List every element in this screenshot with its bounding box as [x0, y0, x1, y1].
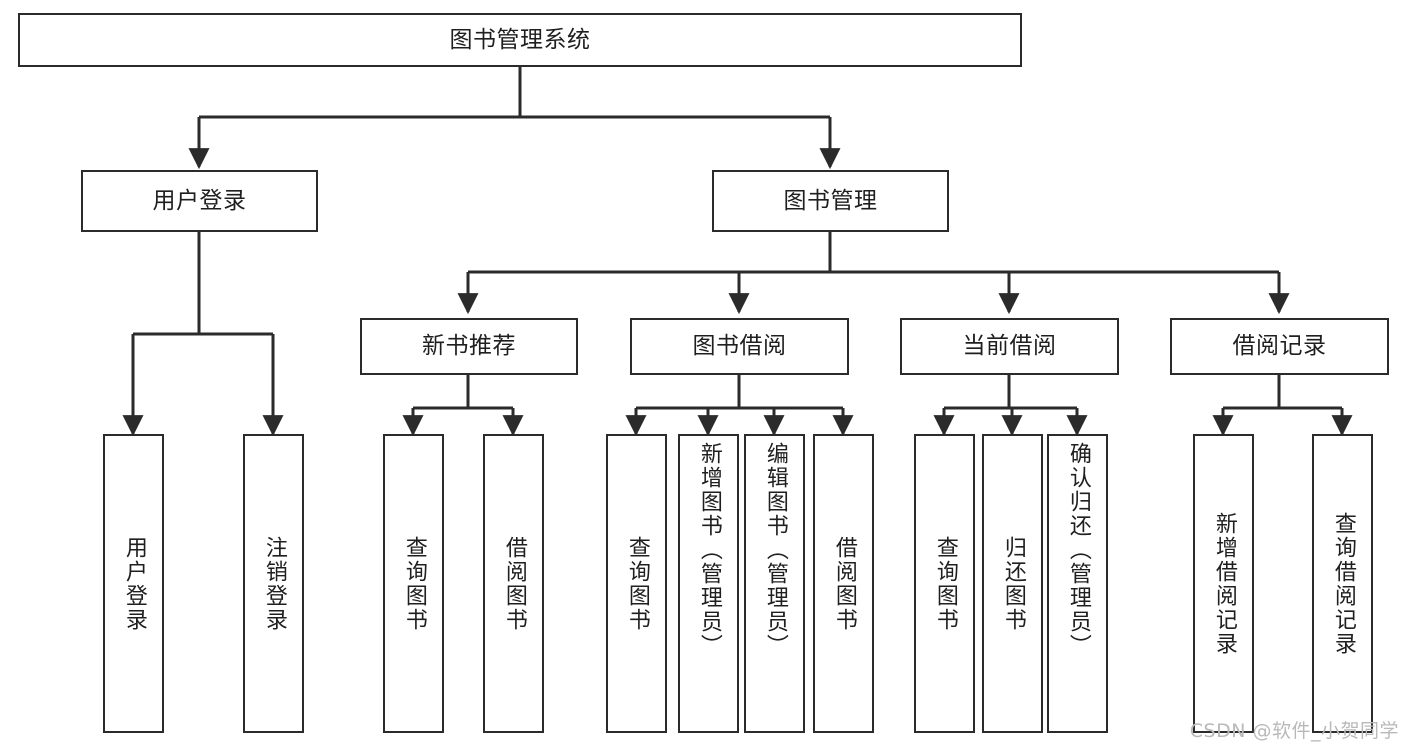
leaf-user-login-signout-label: 注销登录	[261, 535, 287, 632]
leaf-borrow-record-add[interactable]: 新增借阅记录	[1193, 434, 1254, 733]
leaf-new-book-query[interactable]: 查询图书	[383, 434, 444, 733]
leaf-book-borrow-lend[interactable]: 借阅图书	[813, 434, 874, 733]
leaf-new-book-query-label: 查询图书	[401, 535, 427, 632]
node-borrow-record[interactable]: 借阅记录	[1170, 318, 1389, 375]
leaf-user-login-signout[interactable]: 注销登录	[243, 434, 304, 733]
leaf-book-borrow-edit[interactable]: 编辑图书（管理员）	[744, 434, 805, 733]
leaf-user-login-signin-label: 用户登录	[121, 535, 147, 632]
leaf-text-wrap: 查询图书	[385, 436, 442, 731]
leaf-book-borrow-edit-label: 编辑图书（管理员）	[762, 442, 788, 658]
leaf-text-wrap: 归还图书	[984, 436, 1041, 731]
node-new-book-recommend-label: 新书推荐	[422, 333, 516, 360]
node-root-label: 图书管理系统	[449, 26, 591, 53]
leaf-current-borrow-confirm[interactable]: 确认归还（管理员）	[1047, 434, 1108, 733]
leaf-text-wrap: 注销登录	[245, 436, 302, 731]
leaf-borrow-record-query[interactable]: 查询借阅记录	[1312, 434, 1373, 733]
leaf-text-wrap: 编辑图书（管理员）	[746, 436, 803, 737]
leaf-book-borrow-query-label: 查询图书	[624, 535, 650, 632]
leaf-text-wrap: 查询图书	[608, 436, 665, 731]
leaf-borrow-record-add-label: 新增借阅记录	[1211, 511, 1237, 656]
node-book-borrow-label: 图书借阅	[692, 333, 787, 360]
leaf-book-borrow-lend-label: 借阅图书	[831, 535, 857, 632]
leaf-current-borrow-query[interactable]: 查询图书	[914, 434, 975, 733]
node-current-borrow-label: 当前借阅	[962, 333, 1057, 360]
node-book-management-label: 图书管理	[783, 187, 878, 214]
leaf-book-borrow-add-label: 新增图书（管理员）	[696, 442, 722, 658]
node-book-management[interactable]: 图书管理	[712, 170, 949, 232]
leaf-text-wrap: 确认归还（管理员）	[1049, 436, 1106, 737]
csdn-watermark: CSDN @软件_小贺同学	[1189, 720, 1399, 742]
leaf-text-wrap: 新增借阅记录	[1195, 436, 1252, 731]
leaf-text-wrap: 查询图书	[916, 436, 973, 731]
leaf-text-wrap: 借阅图书	[815, 436, 872, 731]
node-user-login-label: 用户登录	[152, 187, 247, 214]
leaf-borrow-record-query-label: 查询借阅记录	[1330, 511, 1356, 656]
leaf-current-borrow-query-label: 查询图书	[932, 535, 958, 632]
leaf-text-wrap: 借阅图书	[485, 436, 542, 731]
leaf-current-borrow-return-label: 归还图书	[1000, 535, 1026, 632]
node-new-book-recommend[interactable]: 新书推荐	[360, 318, 578, 375]
node-current-borrow[interactable]: 当前借阅	[900, 318, 1119, 375]
leaf-text-wrap: 查询借阅记录	[1314, 436, 1371, 731]
leaf-user-login-signin[interactable]: 用户登录	[103, 434, 164, 733]
node-user-login[interactable]: 用户登录	[81, 170, 318, 232]
leaf-current-borrow-return[interactable]: 归还图书	[982, 434, 1043, 733]
leaf-book-borrow-add[interactable]: 新增图书（管理员）	[678, 434, 739, 733]
leaf-new-book-borrow[interactable]: 借阅图书	[483, 434, 544, 733]
node-root[interactable]: 图书管理系统	[18, 13, 1022, 67]
leaf-current-borrow-confirm-label: 确认归还（管理员）	[1065, 442, 1091, 658]
node-borrow-record-label: 借阅记录	[1232, 333, 1327, 360]
leaf-book-borrow-query[interactable]: 查询图书	[606, 434, 667, 733]
leaf-text-wrap: 新增图书（管理员）	[680, 436, 737, 737]
leaf-text-wrap: 用户登录	[105, 436, 162, 731]
node-book-borrow[interactable]: 图书借阅	[630, 318, 849, 375]
leaf-new-book-borrow-label: 借阅图书	[501, 535, 527, 632]
